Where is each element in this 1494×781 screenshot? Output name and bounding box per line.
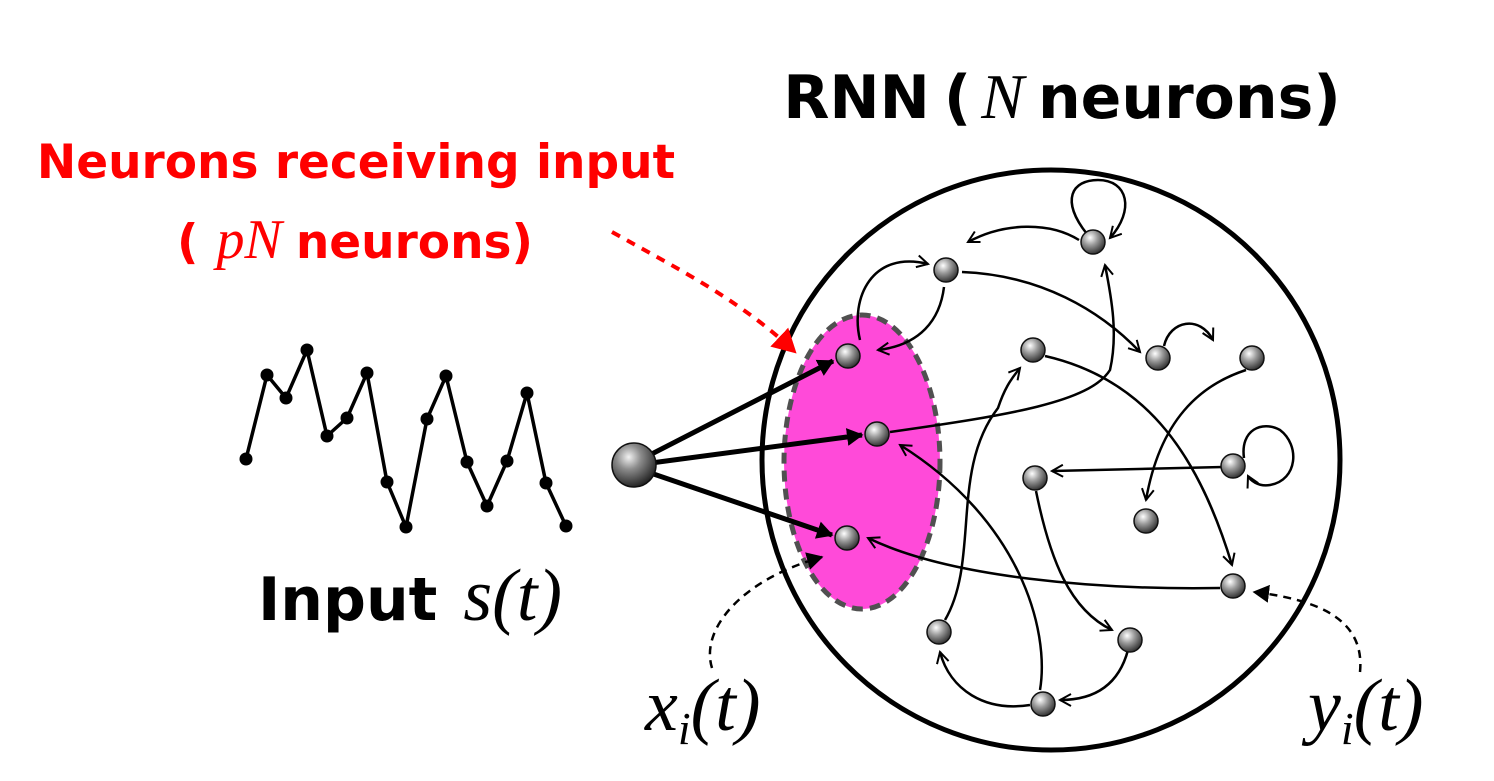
signal-point bbox=[380, 475, 394, 489]
neuron bbox=[835, 343, 861, 369]
neuron bbox=[1145, 345, 1171, 371]
signal-point bbox=[420, 412, 434, 426]
neuron-y-label: yi(t) bbox=[1301, 665, 1424, 754]
recurrent-edge bbox=[940, 652, 1031, 708]
recurrent-edge bbox=[1052, 467, 1224, 471]
recurrent-edge bbox=[1060, 649, 1130, 700]
signal-point bbox=[559, 519, 573, 533]
signal-point bbox=[279, 391, 293, 405]
input-receiving-region bbox=[781, 312, 943, 612]
recurrent-edge bbox=[1044, 354, 1232, 565]
signal-point bbox=[340, 411, 354, 425]
neuron bbox=[864, 421, 890, 447]
input-edge bbox=[635, 465, 834, 539]
recurrent-edge bbox=[1162, 322, 1213, 347]
input-edge bbox=[634, 358, 835, 465]
recurrent-edge bbox=[856, 262, 928, 341]
neuron bbox=[1133, 508, 1159, 534]
input-signal bbox=[239, 343, 573, 534]
recurrent-edge bbox=[878, 286, 946, 350]
input-connections bbox=[634, 358, 864, 539]
recurrent-edge bbox=[1242, 425, 1295, 485]
input-neuron bbox=[611, 442, 657, 488]
recurrent-edge bbox=[868, 538, 1221, 590]
signal-point bbox=[360, 366, 374, 380]
signal-point bbox=[500, 454, 514, 468]
input-edge bbox=[635, 428, 864, 468]
rnn-boundary bbox=[759, 167, 1343, 753]
neuron bbox=[1239, 345, 1265, 371]
signal-point bbox=[460, 455, 474, 469]
recurrent-connections bbox=[856, 178, 1295, 708]
signal-point bbox=[480, 499, 494, 513]
input-signal-line bbox=[244, 348, 568, 529]
y-label-pointer bbox=[1252, 584, 1362, 673]
neuron-y bbox=[1220, 573, 1246, 599]
recurrent-edge bbox=[1070, 178, 1127, 238]
x-label-pointer bbox=[708, 552, 824, 669]
input-group-pointer bbox=[611, 230, 797, 354]
recurrent-edge bbox=[961, 270, 1140, 352]
signal-point bbox=[399, 520, 413, 534]
input-group-label-line1: Neurons receiving input bbox=[37, 135, 675, 190]
signal-point bbox=[539, 476, 553, 490]
signal-point bbox=[239, 452, 253, 466]
neuron bbox=[1117, 627, 1143, 653]
signal-point bbox=[300, 343, 314, 357]
recurrent-edge bbox=[1034, 490, 1112, 630]
neuron bbox=[1220, 453, 1246, 479]
neuron-x bbox=[834, 525, 860, 551]
recurrent-edge bbox=[968, 225, 1080, 244]
recurrent-edge bbox=[900, 445, 1044, 691]
signal-point bbox=[320, 429, 334, 443]
neuron bbox=[1020, 337, 1046, 363]
neuron-x-label: xi(t) bbox=[644, 665, 761, 754]
neuron bbox=[933, 257, 959, 283]
recurrent-edge bbox=[943, 368, 1020, 621]
neuron bbox=[1030, 691, 1056, 717]
signal-point bbox=[439, 369, 453, 383]
neuron bbox=[1022, 465, 1048, 491]
signal-point bbox=[260, 368, 274, 382]
neuron bbox=[1080, 229, 1106, 255]
neuron bbox=[926, 619, 952, 645]
neurons bbox=[611, 229, 1265, 717]
signal-point bbox=[520, 386, 534, 400]
recurrent-edge bbox=[1146, 368, 1247, 500]
